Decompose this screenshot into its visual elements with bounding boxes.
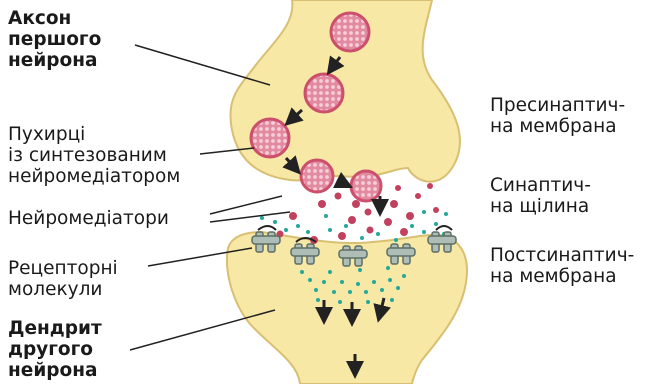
label-dendrite: Дендрит другого нейрона	[8, 318, 102, 381]
vesicle	[301, 160, 333, 192]
label-receptors: Рецепторні молекули	[8, 258, 118, 300]
label-neurotransmitters: Нейромедіатори	[8, 208, 169, 229]
label-vesicles: Пухирці із синтезованим нейромедіатором	[8, 124, 180, 187]
label-postsynaptic-membrane: Постсинаптич- на мембрана	[490, 245, 634, 287]
vesicle	[251, 119, 289, 157]
label-synaptic-cleft: Синаптич- на щілина	[490, 175, 591, 217]
label-axon: Аксон першого нейрона	[8, 8, 101, 71]
vesicle	[331, 13, 369, 51]
vesicle-open	[351, 171, 381, 201]
vesicle	[305, 74, 343, 112]
label-presynaptic-membrane: Пресинаптич- на мембрана	[490, 95, 625, 137]
